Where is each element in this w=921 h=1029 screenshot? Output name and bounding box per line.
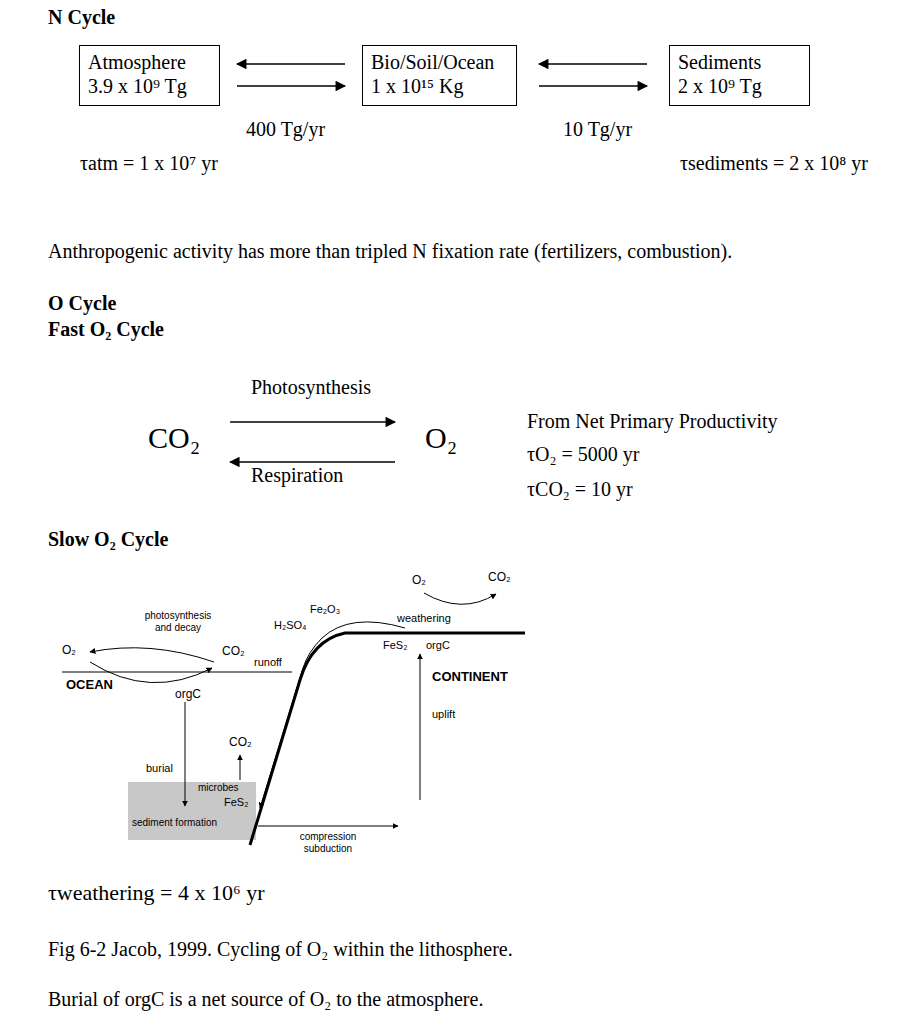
note-text: τatm = 1 x 10⁷ yr — [80, 152, 218, 175]
node-text: 2 x 10⁹ Tg — [678, 74, 801, 98]
illustration-label: CONTINENT — [432, 670, 508, 685]
note-text: N Cycle — [48, 6, 115, 29]
illustration-label: CO₂ — [222, 645, 245, 659]
illustration-label: orgC — [175, 688, 201, 702]
illustration-label: H₂SO₄ — [274, 619, 307, 632]
note-text: τCO₂ = 10 yr — [527, 478, 633, 501]
illustration-label: uplift — [432, 708, 455, 721]
note-text: O Cycle — [48, 292, 116, 315]
edge-label: Photosynthesis — [251, 376, 371, 399]
node-text: 3.9 x 10⁹ Tg — [88, 74, 211, 98]
species-node: O₂ — [425, 420, 457, 456]
illustration-label: burial — [146, 762, 173, 775]
illustration-label: FeS₂ — [383, 639, 407, 652]
illustration-label: CO₂ — [229, 736, 252, 750]
burial-arrow — [185, 702, 186, 806]
continent-surface — [250, 633, 525, 845]
node-text: Atmosphere — [88, 50, 211, 74]
note-text: Slow O₂ Cycle — [48, 528, 168, 551]
illustration-label: O₂ — [412, 574, 426, 588]
illustration-label: microbes — [198, 782, 239, 794]
reservoir-box: Sediments2 x 10⁹ Tg — [669, 45, 810, 106]
note-text: Burial of orgC is a net source of O₂ to … — [48, 988, 483, 1011]
node-text: CO₂ — [148, 420, 200, 456]
node-text: 1 x 10¹⁵ Kg — [371, 74, 508, 98]
illustration-label: OCEAN — [66, 678, 113, 693]
flux-arrow — [539, 85, 647, 87]
note-text: τO₂ = 5000 yr — [527, 443, 639, 466]
edge-label: Respiration — [251, 464, 343, 487]
illustration-label: CO₂ — [488, 571, 511, 585]
illustration-label: orgC — [426, 639, 450, 652]
subduction-arrow — [258, 826, 398, 827]
reservoir-box: Atmosphere3.9 x 10⁹ Tg — [79, 45, 220, 106]
illustration-label: FeS₂ — [224, 796, 248, 809]
flux-arrow — [539, 63, 647, 65]
reservoir-box: Bio/Soil/Ocean1 x 10¹⁵ Kg — [362, 45, 517, 106]
weathering-arc — [424, 593, 496, 604]
flux-arrow — [230, 461, 395, 463]
flux-arrow — [237, 63, 345, 65]
uplift-arrow — [420, 654, 421, 800]
sediment-layer — [128, 782, 256, 840]
species-node: CO₂ — [148, 420, 200, 456]
node-text: Bio/Soil/Ocean — [371, 50, 508, 74]
figure-caption: Fig 6-2 Jacob, 1999. Cycling of O₂ withi… — [48, 938, 513, 961]
photosynthesis-arc — [90, 648, 214, 662]
illustration-label: runoff — [254, 656, 282, 669]
illustration-label: compression subduction — [292, 831, 364, 854]
illustration-label: weathering — [397, 612, 451, 625]
co2-arrow — [240, 755, 241, 780]
edge-label: 400 Tg/yr — [246, 118, 325, 141]
illustration-label: sediment formation — [132, 817, 217, 829]
illustration-label: photosynthesis and decay — [138, 610, 218, 633]
note-text: From Net Primary Productivity — [527, 410, 778, 433]
note-text: Anthropogenic activity has more than tri… — [48, 240, 732, 263]
note-text: τsediments = 2 x 10⁸ yr — [680, 152, 868, 175]
flux-arrow — [230, 421, 395, 423]
note-text: Fast O₂ Cycle — [48, 318, 164, 341]
flux-arrow — [237, 85, 345, 87]
ocean-surface — [62, 672, 292, 673]
node-text: O₂ — [425, 420, 457, 456]
illustration-label: O₂ — [62, 644, 76, 658]
node-text: Sediments — [678, 50, 801, 74]
edge-label: 10 Tg/yr — [563, 118, 632, 141]
illustration-label: Fe₂O₃ — [310, 603, 340, 616]
note-text: τweathering = 4 x 10⁶ yr — [48, 880, 264, 905]
